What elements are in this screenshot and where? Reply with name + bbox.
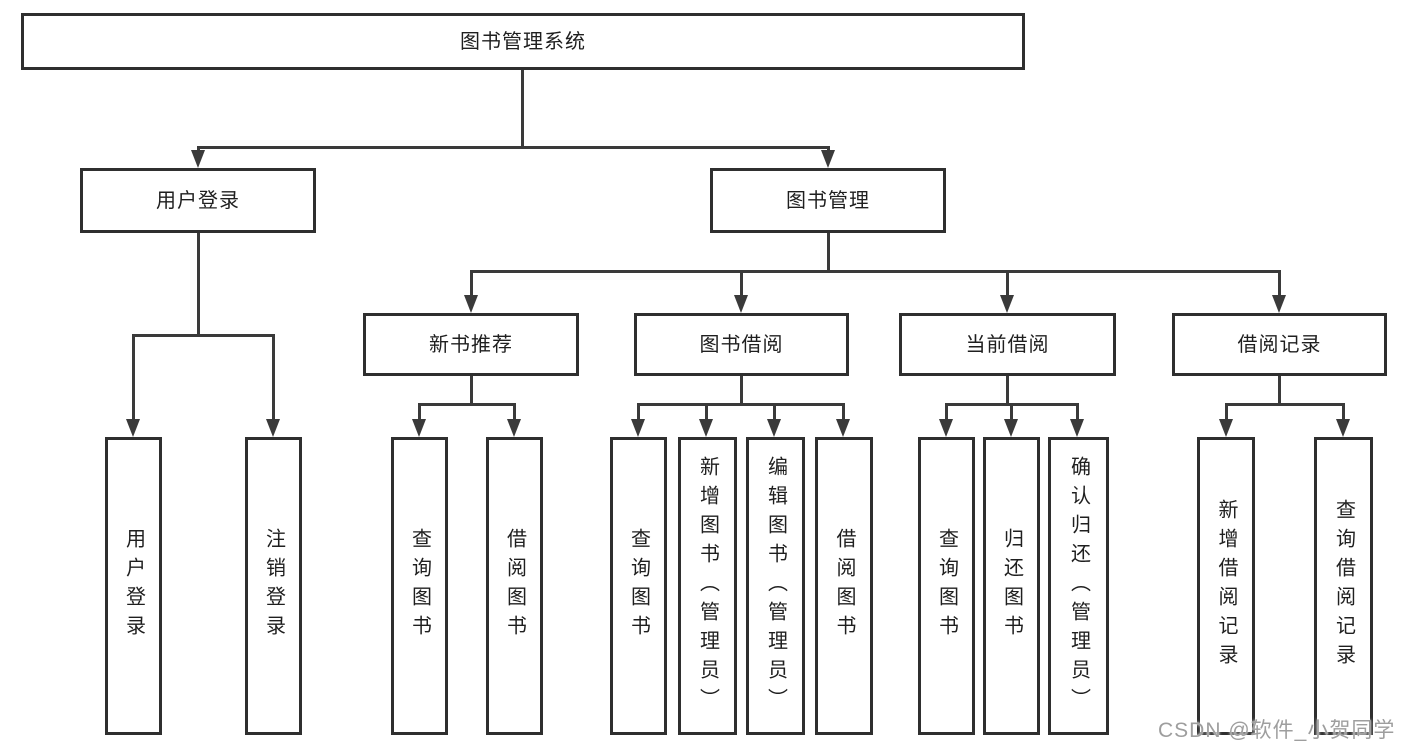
- leaf-user-login: 用户登录: [105, 437, 162, 735]
- node-label: 查询图书: [627, 528, 650, 644]
- connector-line: [132, 334, 275, 337]
- connector-line: [1278, 270, 1281, 297]
- watermark: CSDN @软件_小贺同学: [1158, 719, 1396, 742]
- connector-line: [470, 376, 473, 406]
- leaf-return-books: 归还图书: [983, 437, 1040, 735]
- node-label: 归还图书: [1000, 528, 1023, 644]
- node-label: 用户登录: [122, 528, 145, 644]
- connector-line: [132, 334, 135, 421]
- connector-line: [1225, 403, 1228, 421]
- leaf-borrow-books: 借阅图书: [815, 437, 873, 735]
- node-label: 借阅图书: [833, 528, 855, 644]
- leaf-query-borrow-record: 查询借阅记录: [1314, 437, 1373, 735]
- connector-line: [1006, 376, 1009, 406]
- connector-line: [1225, 403, 1345, 406]
- node-book-borrow: 图书借阅: [634, 313, 849, 376]
- connector-line: [705, 403, 708, 421]
- connector-line: [740, 270, 743, 297]
- arrowhead: [939, 419, 953, 437]
- arrowhead: [464, 295, 478, 313]
- leaf-confirm-return-admin: 确认归还（管理员）: [1048, 437, 1109, 735]
- node-label: 借阅记录: [1237, 333, 1322, 356]
- arrowhead: [699, 419, 713, 437]
- leaf-edit-book-admin: 编辑图书（管理员）: [746, 437, 805, 735]
- arrowhead: [1004, 419, 1018, 437]
- node-label: 新增图书（管理员）: [696, 455, 719, 717]
- node-library-system: 图书管理系统: [21, 13, 1025, 70]
- node-label: 查询图书: [408, 528, 431, 644]
- node-book-management: 图书管理: [710, 168, 946, 233]
- connector-line: [773, 403, 776, 421]
- arrowhead: [1070, 419, 1084, 437]
- connector-line: [418, 403, 421, 421]
- leaf-add-book-admin: 新增图书（管理员）: [678, 437, 737, 735]
- arrowhead: [821, 150, 835, 168]
- node-label: 当前借阅: [965, 333, 1050, 356]
- arrowhead: [1219, 419, 1233, 437]
- node-label: 确认归还（管理员）: [1067, 455, 1090, 717]
- node-label: 新书推荐: [429, 333, 513, 356]
- connector-line: [418, 403, 516, 406]
- connector-line: [1010, 403, 1013, 421]
- arrowhead: [631, 419, 645, 437]
- node-label: 用户登录: [156, 189, 240, 212]
- leaf-query-books-recommend: 查询图书: [391, 437, 448, 735]
- node-label: 图书借阅: [699, 333, 784, 356]
- leaf-add-borrow-record: 新增借阅记录: [1197, 437, 1255, 735]
- connector-line: [827, 233, 830, 273]
- connector-line: [1006, 270, 1009, 297]
- arrowhead: [126, 419, 140, 437]
- leaf-query-books-borrow: 查询图书: [610, 437, 667, 735]
- connector-line: [197, 146, 830, 149]
- arrowhead: [266, 419, 280, 437]
- node-label: 编辑图书（管理员）: [764, 455, 787, 717]
- connector-line: [470, 270, 473, 297]
- connector-line: [1342, 403, 1345, 421]
- arrowhead: [191, 150, 205, 168]
- connector-line: [945, 403, 948, 421]
- node-label: 查询借阅记录: [1332, 499, 1355, 673]
- connector-line: [842, 403, 845, 421]
- node-label: 图书管理系统: [460, 30, 586, 53]
- connector-line: [470, 270, 1281, 273]
- node-current-borrow: 当前借阅: [899, 313, 1116, 376]
- node-label: 借阅图书: [503, 528, 526, 644]
- connector-line: [272, 334, 275, 421]
- arrowhead: [836, 419, 850, 437]
- arrowhead: [1272, 295, 1286, 313]
- connector-line: [1278, 376, 1281, 406]
- leaf-borrow-books-recommend: 借阅图书: [486, 437, 543, 735]
- connector-line: [197, 233, 200, 337]
- node-label: 查询图书: [935, 528, 958, 644]
- node-label: 图书管理: [786, 189, 870, 212]
- arrowhead: [1336, 419, 1350, 437]
- node-borrow-records: 借阅记录: [1172, 313, 1387, 376]
- arrowhead: [767, 419, 781, 437]
- node-new-book-recommend: 新书推荐: [363, 313, 579, 376]
- leaf-query-books-current: 查询图书: [918, 437, 975, 735]
- node-label: 注销登录: [262, 528, 285, 644]
- arrowhead: [1000, 295, 1014, 313]
- arrowhead: [507, 419, 521, 437]
- connector-line: [1076, 403, 1079, 421]
- node-label: 新增借阅记录: [1215, 499, 1237, 673]
- connector-line: [513, 403, 516, 421]
- connector-line: [521, 70, 524, 148]
- leaf-logout: 注销登录: [245, 437, 302, 735]
- connector-line: [637, 403, 640, 421]
- node-user-login: 用户登录: [80, 168, 316, 233]
- connector-line: [637, 403, 845, 406]
- arrowhead: [412, 419, 426, 437]
- arrowhead: [734, 295, 748, 313]
- connector-line: [740, 376, 743, 406]
